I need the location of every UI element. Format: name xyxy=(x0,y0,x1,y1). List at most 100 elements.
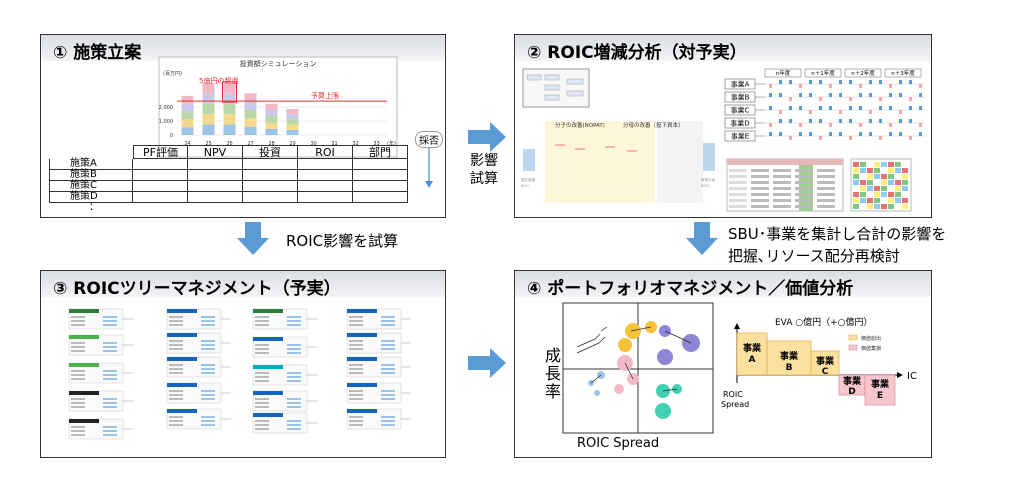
ic-label: IC xyxy=(907,371,917,382)
table-cell-mark xyxy=(773,199,791,202)
mini-bar xyxy=(849,136,852,140)
mini-bar xyxy=(869,132,872,136)
heatmap-cell xyxy=(860,162,866,167)
table-cell xyxy=(353,170,408,181)
year-header xyxy=(884,68,922,78)
table-cell xyxy=(188,170,243,181)
node-line xyxy=(169,372,183,374)
node-line xyxy=(71,316,85,318)
legend-value-created: 価値創出 xyxy=(861,335,881,342)
mini-bar xyxy=(779,110,782,114)
roic-spread-label-2: Spread xyxy=(721,400,749,409)
mini-bar xyxy=(919,132,922,136)
bar-a-label-1: 事業 xyxy=(743,342,762,354)
node-value xyxy=(381,424,395,426)
table-cell-mark xyxy=(795,199,813,202)
node-line xyxy=(169,424,183,426)
mini-bar xyxy=(849,119,852,123)
mini-bar xyxy=(779,80,782,84)
arrow-down-left xyxy=(237,222,269,255)
table-cell xyxy=(298,159,353,170)
heatmap-cell xyxy=(888,168,894,173)
bar-c-label-1: 事業 xyxy=(816,355,835,367)
eva-label: EVA ○億円（+○億円） xyxy=(775,316,873,328)
node-line xyxy=(255,344,269,346)
bar-d-label-1: 事業 xyxy=(843,375,862,387)
node-line xyxy=(349,398,363,400)
heatmap-cell xyxy=(902,174,908,179)
table-row: 施策D xyxy=(49,192,409,203)
node-line xyxy=(71,342,85,344)
bar-e-label-2: E xyxy=(877,391,883,401)
table-row: 施策C xyxy=(49,181,409,192)
heatmap-cell xyxy=(902,180,908,185)
heatmap-cell xyxy=(888,186,894,191)
node-line xyxy=(349,320,363,322)
roic-right-bar xyxy=(703,143,715,171)
node-line xyxy=(349,424,363,426)
mini-bar xyxy=(899,80,902,84)
node-value xyxy=(103,350,117,352)
node-value xyxy=(103,398,117,400)
heatmap-cell xyxy=(895,168,901,173)
y-axis-char-3: 率 xyxy=(545,382,561,401)
node-line xyxy=(255,428,269,430)
node-line xyxy=(349,344,363,346)
node-line xyxy=(349,364,363,366)
node-line xyxy=(169,420,183,422)
eva-bar-a xyxy=(736,332,768,376)
bar-segment xyxy=(244,126,257,135)
y-tick-label: 0 xyxy=(170,133,173,139)
node-value xyxy=(201,316,215,318)
mini-bar xyxy=(909,136,912,140)
heatmap-cell xyxy=(881,186,887,191)
year-header xyxy=(804,68,842,78)
bar-b-label-1: 事業 xyxy=(780,350,799,362)
table-cell-mark xyxy=(773,169,791,172)
business-label: 事業B xyxy=(731,93,750,102)
arrow-right-top xyxy=(468,122,506,152)
node-value xyxy=(201,420,215,422)
node-value xyxy=(103,430,117,432)
table-cell-mark xyxy=(729,169,747,172)
node-line xyxy=(71,374,85,376)
mini-bar xyxy=(819,80,822,84)
tree-node-header xyxy=(69,419,99,423)
table-row-label: 施策C xyxy=(49,181,133,192)
mini-bar xyxy=(769,106,772,110)
bubble-teal-3 xyxy=(655,403,671,419)
panel-title-bar xyxy=(515,35,931,61)
heatmap-cell xyxy=(881,168,887,173)
heatmap-cell xyxy=(853,192,859,197)
mini-bar xyxy=(819,136,822,140)
table-cell xyxy=(133,192,188,203)
heatmap-cell xyxy=(867,174,873,179)
bar-d-label-2: D xyxy=(848,387,855,397)
bar-segment xyxy=(286,124,299,130)
node-value xyxy=(103,316,117,318)
heatmap-cell xyxy=(867,186,873,191)
heatmap-cell xyxy=(867,204,873,209)
svg-text:現在価値: 現在価値 xyxy=(521,177,535,182)
table-cell-mark xyxy=(795,187,813,190)
heatmap-cell xyxy=(853,162,859,167)
y-tick-label: 2,000 xyxy=(159,105,173,111)
node-value xyxy=(287,380,301,382)
y-axis-char-2: 長 xyxy=(545,364,561,383)
year-label: n年度 xyxy=(776,69,791,77)
tree-node-header xyxy=(347,409,377,413)
tree-node-header xyxy=(253,337,283,341)
bar-segment xyxy=(244,118,257,127)
node-value xyxy=(381,364,395,366)
table-cell-mark xyxy=(773,175,791,178)
heatmap-cell xyxy=(860,168,866,173)
tree-node-header xyxy=(253,309,283,313)
mini-bar xyxy=(869,119,872,123)
mini-bar xyxy=(799,84,802,88)
bar-segment xyxy=(223,93,236,104)
x-unit: (年) xyxy=(387,140,396,147)
chart-unit: (百万円) xyxy=(163,71,182,77)
impact-estimate-label: 影響 試算 xyxy=(470,152,498,188)
